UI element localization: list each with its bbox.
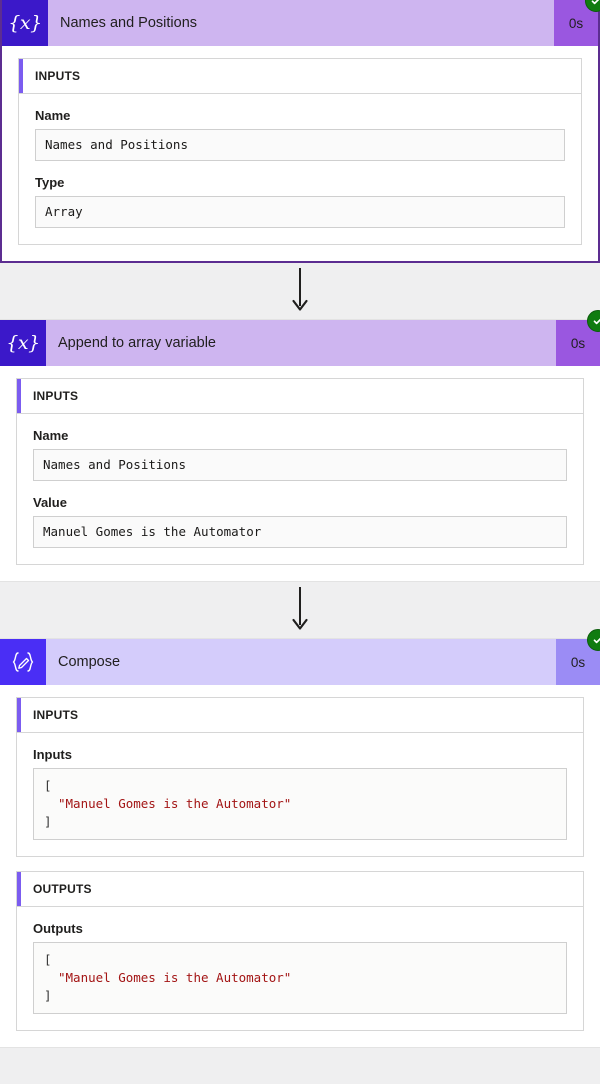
flow-run-canvas: {x} Names and Positions 0s INPUTS xyxy=(0,0,600,1048)
inputs-panel-header[interactable]: INPUTS xyxy=(19,59,581,94)
code-string-value: "Manuel Gomes is the Automator" xyxy=(58,796,292,811)
connector-2 xyxy=(0,582,600,638)
panel-title: INPUTS xyxy=(35,69,81,83)
field-name: Name Names and Positions xyxy=(33,428,567,481)
step-title: Names and Positions xyxy=(60,15,198,31)
field-label: Name xyxy=(35,108,71,123)
code-string-value: "Manuel Gomes is the Automator" xyxy=(58,970,292,985)
field-value[interactable]: Manuel Gomes is the Automator xyxy=(33,516,567,548)
field-outputs: Outputs [ "Manuel Gomes is the Automator… xyxy=(33,921,567,1014)
code-open-bracket: [ xyxy=(44,952,52,967)
panel-title: INPUTS xyxy=(33,389,79,403)
step-header-compose[interactable]: Compose 0s xyxy=(0,629,600,685)
step-duration-value: 0s xyxy=(570,335,586,351)
step-header-append-to-array-variable[interactable]: {x} Append to array variable 0s xyxy=(0,310,600,366)
step-body-compose: INPUTS Inputs [ "Manuel Gomes is the Aut… xyxy=(0,685,600,1047)
flow-step-card-compose[interactable]: Compose 0s INPUTS Inputs [ xyxy=(0,629,600,1048)
compose-pencil-braces-icon xyxy=(0,639,46,685)
flow-step-card-append-to-array-variable[interactable]: {x} Append to array variable 0s INPUTS xyxy=(0,310,600,582)
field-value[interactable]: Names and Positions xyxy=(35,129,565,161)
panel-accent-bar xyxy=(17,698,21,732)
variable-braces-icon-glyph: {x} xyxy=(8,12,42,34)
field-type: Type Array xyxy=(35,175,565,228)
panel-accent-bar xyxy=(19,59,23,93)
step-body-append-to-array-variable: INPUTS Name Names and Positions Value Ma… xyxy=(0,366,600,581)
connector-1 xyxy=(0,263,600,319)
field-label: Name xyxy=(33,428,69,443)
inputs-panel-content: Inputs [ "Manuel Gomes is the Automator"… xyxy=(17,733,583,856)
code-block-inputs[interactable]: [ "Manuel Gomes is the Automator" ] xyxy=(33,768,567,840)
inputs-panel-content: Name Names and Positions Type Array xyxy=(19,94,581,244)
step-title-area: Append to array variable xyxy=(46,320,556,366)
inputs-panel-header[interactable]: INPUTS xyxy=(17,698,583,733)
outputs-panel: OUTPUTS Outputs [ "Manuel Gomes is the A… xyxy=(16,871,584,1031)
field-value[interactable]: Array xyxy=(35,196,565,228)
inputs-panel-header[interactable]: INPUTS xyxy=(17,379,583,414)
field-name: Name Names and Positions xyxy=(35,108,565,161)
field-inputs: Inputs [ "Manuel Gomes is the Automator"… xyxy=(33,747,567,840)
variable-braces-icon-glyph: {x} xyxy=(6,332,40,354)
panel-title: INPUTS xyxy=(33,708,79,722)
outputs-panel-content: Outputs [ "Manuel Gomes is the Automator… xyxy=(17,907,583,1030)
panel-title: OUTPUTS xyxy=(33,882,92,896)
outputs-panel-header[interactable]: OUTPUTS xyxy=(17,872,583,907)
variable-braces-icon: {x} xyxy=(2,0,48,46)
field-value[interactable]: Names and Positions xyxy=(33,449,567,481)
flow-step-card-initialize-variable[interactable]: {x} Names and Positions 0s INPUTS xyxy=(0,0,600,263)
code-close-bracket: ] xyxy=(44,988,52,1003)
step-duration-value: 0s xyxy=(570,654,586,670)
panel-accent-bar xyxy=(17,872,21,906)
panel-accent-bar xyxy=(17,379,21,413)
code-block-outputs[interactable]: [ "Manuel Gomes is the Automator" ] xyxy=(33,942,567,1014)
step-title: Compose xyxy=(58,654,121,670)
inputs-panel: INPUTS Name Names and Positions Type Arr… xyxy=(18,58,582,245)
step-title: Append to array variable xyxy=(58,335,216,351)
code-close-bracket: ] xyxy=(44,814,52,829)
code-open-bracket: [ xyxy=(44,778,52,793)
field-label: Inputs xyxy=(33,747,72,762)
field-label: Outputs xyxy=(33,921,83,936)
arrow-down-icon xyxy=(292,587,308,630)
inputs-panel: INPUTS Inputs [ "Manuel Gomes is the Aut… xyxy=(16,697,584,857)
field-value-row: Value Manuel Gomes is the Automator xyxy=(33,495,567,548)
step-body-initialize-variable: INPUTS Name Names and Positions Type Arr… xyxy=(2,46,598,261)
step-duration-value: 0s xyxy=(568,15,584,31)
field-label: Value xyxy=(33,495,67,510)
field-label: Type xyxy=(35,175,65,190)
inputs-panel: INPUTS Name Names and Positions Value Ma… xyxy=(16,378,584,565)
step-header-initialize-variable[interactable]: {x} Names and Positions 0s xyxy=(2,0,600,46)
variable-braces-icon: {x} xyxy=(0,320,46,366)
step-title-area: Compose xyxy=(46,639,556,685)
step-title-area: Names and Positions xyxy=(48,0,554,46)
arrow-down-icon xyxy=(292,268,308,311)
check-circle-icon xyxy=(585,0,600,12)
inputs-panel-content: Name Names and Positions Value Manuel Go… xyxy=(17,414,583,564)
